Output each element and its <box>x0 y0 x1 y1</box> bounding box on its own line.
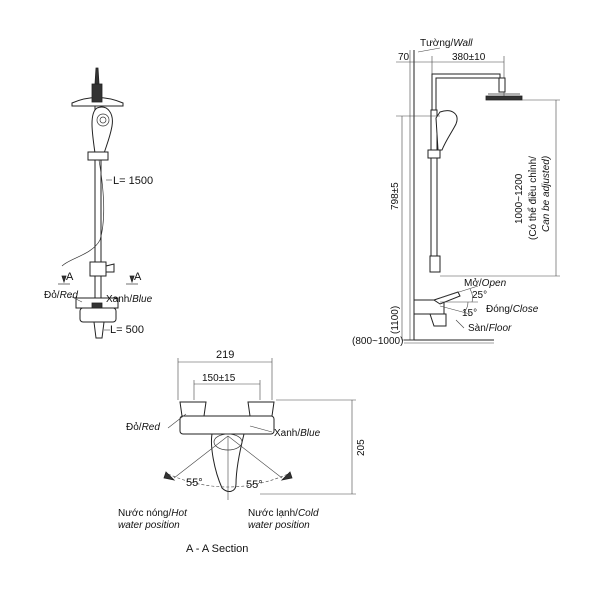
section-mixer-body <box>179 415 275 435</box>
label-hot-vi: Nước nóng/Hot <box>118 508 188 519</box>
dim-floor-range: (800~1000) <box>352 336 403 347</box>
dim-wall-offset: 70 <box>398 52 410 63</box>
angle-right: 55° <box>246 479 263 491</box>
angle-left: 55° <box>186 477 203 489</box>
label-hose-length: L= 1500 <box>113 175 153 187</box>
rain-head-hub <box>91 83 103 103</box>
spout <box>93 321 105 339</box>
lower-pipe <box>94 275 102 299</box>
front-view: L= 1500 A A Đỏ/Red Xanh/Blue L= 500 <box>44 67 153 339</box>
side-rail <box>430 109 438 261</box>
shower-arm <box>431 73 501 111</box>
note-adjust-vi: (Có thể điều chỉnh/ <box>527 156 539 240</box>
label-cold-en: water position <box>248 520 310 531</box>
section-title: A - A Section <box>186 543 248 555</box>
label-cold-vi: Nước lạnh/Cold <box>248 508 319 519</box>
section-mark-left: A <box>66 271 74 283</box>
diverter <box>89 261 107 277</box>
label-floor: Sàn/Floor <box>468 323 512 334</box>
side-rain-head <box>485 95 523 101</box>
label-close: Đóng/Close <box>486 304 539 315</box>
label-blue: Xanh/Blue <box>106 294 153 305</box>
dim-pipe-height: 798±5 <box>390 182 401 210</box>
dim-adjust-range: 1000~1200 <box>514 173 525 224</box>
angle-close: 15° <box>462 308 477 319</box>
section-label-red: Đỏ/Red <box>126 421 160 433</box>
left-connector <box>179 401 207 417</box>
label-red: Đỏ/Red <box>44 289 78 301</box>
label-hot-en: water position <box>118 520 180 531</box>
right-connector <box>247 401 275 417</box>
label-open: Mở/Open <box>464 277 507 289</box>
dim-height: 205 <box>356 439 367 456</box>
dim-mixer-height: (1100) <box>390 306 401 334</box>
section-mark-right: A <box>134 271 142 283</box>
dim-total-width: 219 <box>216 349 234 361</box>
label-wall: Tường/Wall <box>420 38 473 49</box>
side-view: Tường/Wall 70 380±10 798±5 1000~1200 (Có… <box>352 38 560 347</box>
slide-holder <box>87 151 109 161</box>
shower-hose <box>61 159 105 267</box>
section-view: 219 150±15 205 55° 55° Đỏ/Red Xanh/Blue <box>118 349 367 555</box>
dim-center-distance: 150±15 <box>202 373 236 384</box>
note-adjust-en: Can be adjusted) <box>541 156 552 232</box>
dim-arm-length: 380±10 <box>452 52 486 63</box>
side-hand-shower <box>435 110 458 151</box>
section-label-blue: Xanh/Blue <box>274 428 321 439</box>
top-finial <box>94 67 100 85</box>
angle-open: 25° <box>472 290 487 301</box>
label-pipe-length: L= 500 <box>110 324 144 336</box>
